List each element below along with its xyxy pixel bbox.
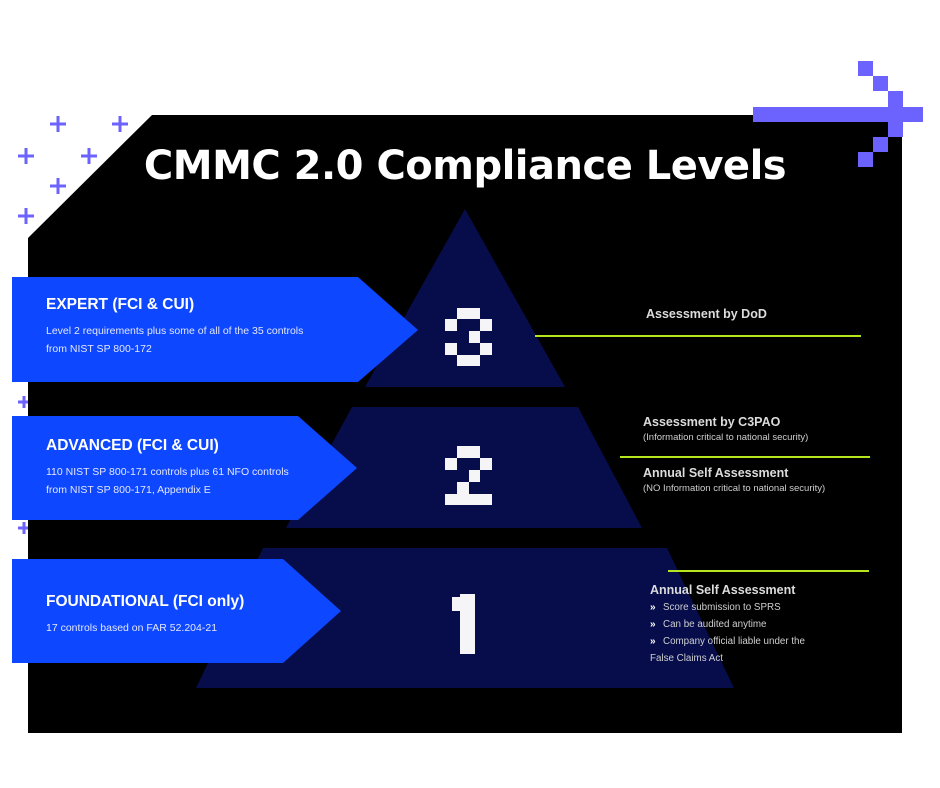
separator-line-level-3 — [535, 335, 861, 337]
level-2-tab — [12, 416, 357, 520]
level-2-assessment-c3pao: Assessment by C3PAO (Information critica… — [643, 415, 808, 443]
level-3-assessment-heading: Assessment by DoD — [646, 307, 767, 321]
level-3-label-group: EXPERT (FCI & CUI) Level 2 requirements … — [46, 296, 303, 358]
bullet-text: Score submission to SPRS — [663, 602, 781, 613]
level-1-name: FOUNDATIONAL (FCI only) — [46, 593, 245, 610]
bullet-item: » Score submission to SPRS — [650, 599, 805, 616]
page-title: CMMC 2.0 Compliance Levels — [143, 143, 787, 189]
double-chevron-right-icon: » — [650, 636, 656, 647]
level-3-description-line-1: Level 2 requirements plus some of all of… — [46, 325, 304, 337]
level-2-digit-icon — [445, 446, 492, 505]
double-chevron-right-icon: » — [650, 602, 656, 613]
level-2-description: 110 NIST SP 800-171 controls plus 61 NFO… — [46, 463, 289, 499]
plus-decorations-icon — [18, 116, 128, 534]
level-1-assessment: Annual Self Assessment » Score submission… — [650, 583, 805, 667]
level-3-digit-icon — [445, 308, 492, 366]
level-2-assessment-self: Annual Self Assessment (NO Information c… — [643, 466, 825, 494]
level-2-name: ADVANCED (FCI & CUI) — [46, 437, 219, 454]
level-1-description: 17 controls based on FAR 52.204-21 — [46, 619, 244, 637]
level-1-assessment-heading: Annual Self Assessment — [650, 583, 796, 597]
c3pao-heading: Assessment by C3PAO — [643, 415, 781, 429]
level-2-description-line-2: from NIST SP 800-171, Appendix E — [46, 484, 211, 496]
level-1-tab — [12, 559, 341, 663]
self-assessment-note: (NO Information critical to national sec… — [643, 483, 826, 494]
bullet-item: » Company official liable under the — [650, 633, 805, 650]
level-1-digit-icon — [452, 594, 475, 654]
bullet-text: Can be audited anytime — [663, 619, 767, 630]
separator-line-level-1 — [668, 570, 869, 572]
pixel-arrow-icon — [753, 61, 923, 167]
separator-line-level-2 — [620, 456, 870, 458]
bullet-item: » Can be audited anytime — [650, 616, 805, 633]
bullet-item-continuation: False Claims Act — [650, 653, 723, 664]
level-1-label-group: FOUNDATIONAL (FCI only) 17 controls base… — [46, 593, 244, 637]
self-assessment-heading: Annual Self Assessment — [643, 466, 789, 480]
level-3-description: Level 2 requirements plus some of all of… — [46, 322, 303, 358]
level-3-tab — [12, 277, 418, 382]
level-3-name: EXPERT (FCI & CUI) — [46, 296, 195, 313]
bullet-text: Company official liable under the — [663, 636, 805, 647]
c3pao-note: (Information critical to national securi… — [643, 432, 809, 443]
level-3-description-line-2: from NIST SP 800-172 — [46, 343, 152, 355]
pyramid-tier-2 — [286, 407, 642, 528]
level-2-description-line-1: 110 NIST SP 800-171 controls plus 61 NFO… — [46, 466, 289, 478]
level-2-label-group: ADVANCED (FCI & CUI) 110 NIST SP 800-171… — [46, 437, 289, 499]
double-chevron-right-icon: » — [650, 619, 656, 630]
level-1-description-line-1: 17 controls based on FAR 52.204-21 — [46, 622, 218, 634]
level-1-assessment-bullets: » Score submission to SPRS » Can be audite… — [650, 599, 805, 667]
pyramid-tier-3 — [365, 209, 565, 387]
